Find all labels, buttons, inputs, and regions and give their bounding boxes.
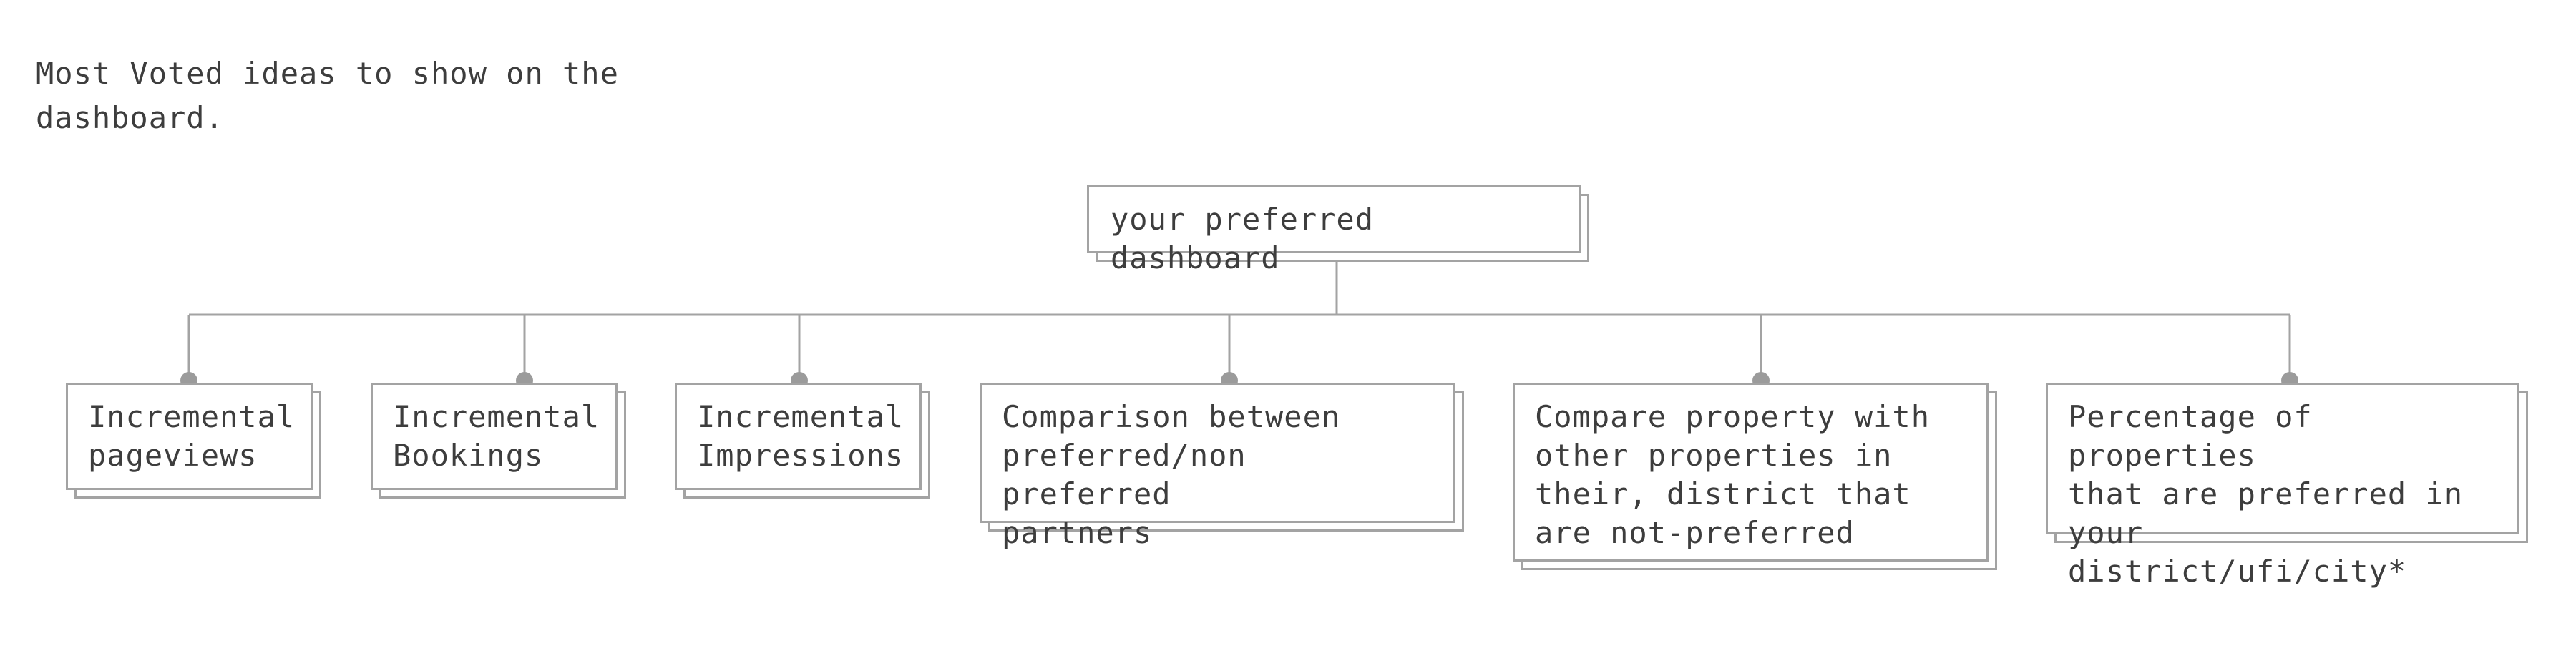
root-node-label: your preferred dashboard	[1111, 202, 1375, 275]
child-node-label: Compare property with other properties i…	[1535, 399, 1931, 550]
child-node-label: Incremental Impressions	[697, 399, 904, 473]
child-node-percentage-preferred: Percentage of properties that are prefer…	[2046, 383, 2519, 589]
child-node-incremental-impressions: Incremental Impressions	[675, 383, 922, 490]
child-node-label: Percentage of properties that are prefer…	[2068, 399, 2464, 589]
child-node-label: Incremental Bookings	[393, 399, 600, 473]
child-node-incremental-pageviews: Incremental pageviews	[66, 383, 313, 490]
root-node: your preferred dashboard	[1087, 185, 1581, 275]
child-node-incremental-bookings: Incremental Bookings	[371, 383, 618, 490]
child-node-label: Comparison between preferred/non preferr…	[1002, 399, 1341, 550]
intro-text: Most Voted ideas to show on the dashboar…	[36, 56, 619, 135]
child-node-comparison-preferred: Comparison between preferred/non preferr…	[980, 383, 1455, 550]
child-node-compare-property: Compare property with other properties i…	[1513, 383, 1989, 562]
child-node-label: Incremental pageviews	[88, 399, 296, 473]
